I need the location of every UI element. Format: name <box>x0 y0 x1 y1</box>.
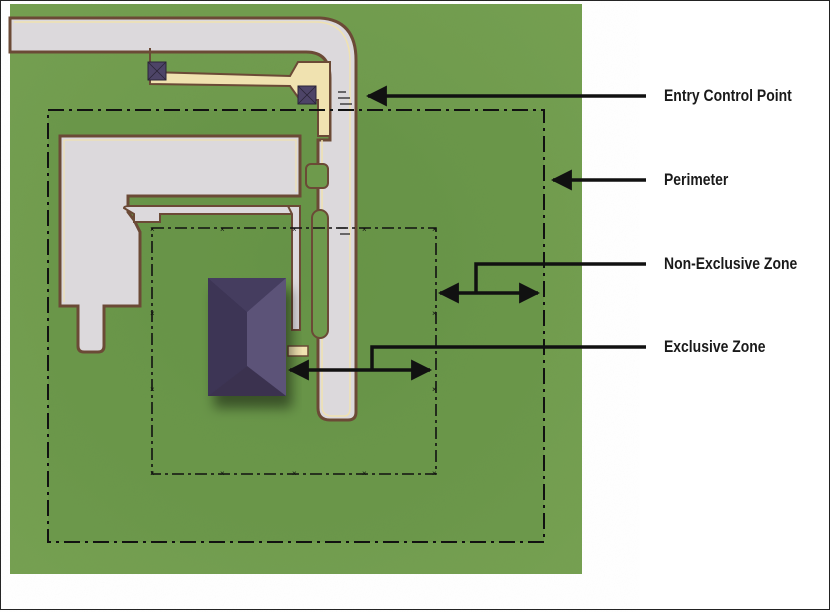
svg-text:×: × <box>220 469 225 478</box>
svg-text:×: × <box>362 225 367 234</box>
entry-gate-marker <box>338 91 352 105</box>
svg-text:×: × <box>150 309 155 318</box>
svg-text:×: × <box>362 469 367 478</box>
road-inner-edge <box>14 21 351 417</box>
callout-arrows <box>287 85 646 381</box>
dropoff-strip <box>287 345 309 357</box>
label-perimeter: Perimeter <box>664 170 729 189</box>
label-exclusive-zone: Exclusive Zone <box>664 337 766 356</box>
service-drive <box>122 205 299 223</box>
svg-text:×: × <box>220 225 225 234</box>
non-exclusive-zone-boundary <box>151 227 437 475</box>
label-non-exclusive-zone: Non-Exclusive Zone <box>664 254 798 273</box>
svg-text:×: × <box>292 469 297 478</box>
protected-building <box>208 278 286 396</box>
entry-lane <box>149 48 331 137</box>
svg-text:×: × <box>150 469 155 478</box>
svg-text:×: × <box>432 309 437 318</box>
parking-lot <box>58 134 302 354</box>
perimeter-boundary <box>47 109 545 543</box>
svg-text:×: × <box>150 225 155 234</box>
zone-boundary-markers: × × × × × × × × × × × × × × <box>150 225 437 478</box>
svg-text:×: × <box>150 385 155 394</box>
guard-booth-east-roof <box>297 85 317 105</box>
svg-text:×: × <box>292 225 297 234</box>
svg-text:×: × <box>432 225 437 234</box>
road-island-long <box>311 209 329 339</box>
guard-booth-west-roof <box>147 61 167 81</box>
svg-text:×: × <box>432 385 437 394</box>
svg-text:×: × <box>432 469 437 478</box>
parking-lot-edge <box>63 139 297 302</box>
drive-stub <box>286 205 301 331</box>
label-entry-control-point: Entry Control Point <box>664 86 792 105</box>
road-island-square <box>305 163 329 189</box>
